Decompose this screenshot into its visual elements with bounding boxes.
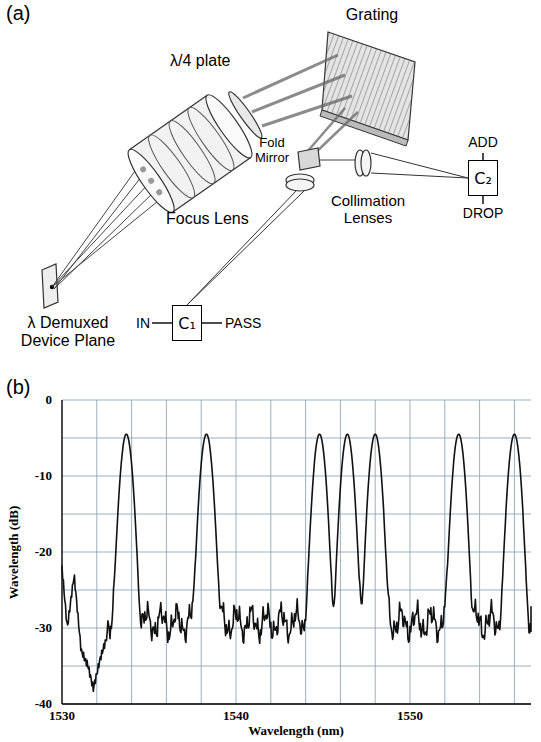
input-beams-part — [52, 197, 163, 287]
tick-label: 0 — [46, 393, 53, 408]
port-label: DROP — [463, 205, 503, 221]
grid-line — [62, 590, 531, 591]
grating-beams — [243, 55, 352, 126]
circulator-wires — [152, 153, 483, 323]
port-label: ADD — [468, 134, 498, 150]
spectrum-trace — [62, 434, 531, 691]
port-label: PASS — [225, 315, 261, 331]
circulator-label: C₂ — [474, 169, 492, 188]
fiber-beams-part — [187, 191, 296, 305]
focus-lens — [122, 81, 271, 217]
focus-lens-part — [173, 157, 251, 211]
circulator-wires-part — [202, 322, 222, 323]
grid-line — [62, 704, 531, 705]
grating-part — [322, 32, 415, 140]
part-label: Collimation Lenses — [320, 192, 416, 227]
panel-letter: (a) — [6, 2, 30, 25]
spectrum-chart — [62, 400, 531, 704]
panel-letter: (b) — [6, 376, 30, 399]
input-beams-part — [54, 189, 157, 289]
grid-line — [62, 514, 531, 515]
collimation-lens-part — [320, 159, 356, 160]
circulator-wires-part — [482, 153, 483, 160]
part-label: λ/4 plate — [170, 52, 230, 70]
part-label: λ Demuxed Device Plane — [7, 314, 129, 351]
grid-line — [62, 666, 531, 667]
grating-part — [320, 110, 408, 146]
grating-beams-part — [252, 75, 345, 112]
grating — [320, 32, 415, 146]
fiber-beams-part — [371, 153, 468, 178]
collimation-lens — [320, 150, 371, 176]
tick-label: -10 — [35, 469, 52, 484]
focus-lens-part — [147, 177, 155, 185]
input-beams-part — [52, 181, 151, 287]
axis-line — [61, 400, 62, 704]
circulator-wires-part — [152, 322, 172, 323]
fiber-beams — [187, 153, 468, 305]
grid-line — [62, 552, 531, 553]
part-label: Grating — [346, 6, 398, 24]
part-label: Focus Lens — [166, 210, 249, 228]
grid-line — [62, 628, 531, 629]
input-beams-part — [52, 164, 140, 287]
circulator-box: C₂ — [468, 160, 498, 196]
fold-beams-part — [312, 112, 358, 156]
axis-title: Wavelength (nm) — [248, 724, 344, 739]
grating-part — [322, 32, 415, 140]
device-plane — [42, 264, 58, 308]
tick-label: -20 — [35, 545, 52, 560]
circulator-box: C₁ — [172, 305, 202, 341]
fiber-beams-part — [371, 173, 468, 178]
grid-line — [62, 400, 63, 704]
grid-line — [62, 400, 531, 401]
tick-label: 1540 — [223, 709, 249, 724]
focus-lens-part — [129, 95, 250, 212]
fold-mirror — [286, 148, 320, 191]
circulator-label: C₁ — [178, 314, 196, 333]
tick-label: -30 — [35, 621, 52, 636]
axis-title: Wavelength (dB) — [8, 505, 23, 599]
port-label: IN — [136, 315, 150, 331]
part-label: Fold Mirror — [247, 136, 297, 166]
focus-lens-part — [139, 165, 147, 173]
grating-beams-part — [262, 96, 352, 126]
fiber-beams-part — [187, 191, 304, 305]
grating-beams-part — [243, 55, 338, 98]
tick-label: 1550 — [397, 709, 423, 724]
circulator-wires-part — [482, 196, 483, 204]
fold-mirror-part — [298, 148, 320, 170]
tick-label: 1530 — [49, 709, 75, 724]
input-beams-part — [54, 172, 145, 289]
axis-line — [62, 703, 531, 704]
device-plane-part — [42, 264, 58, 308]
collimation-lens-part — [361, 150, 371, 176]
fold-mirror-part — [286, 179, 314, 191]
focus-lens-part — [155, 188, 163, 196]
